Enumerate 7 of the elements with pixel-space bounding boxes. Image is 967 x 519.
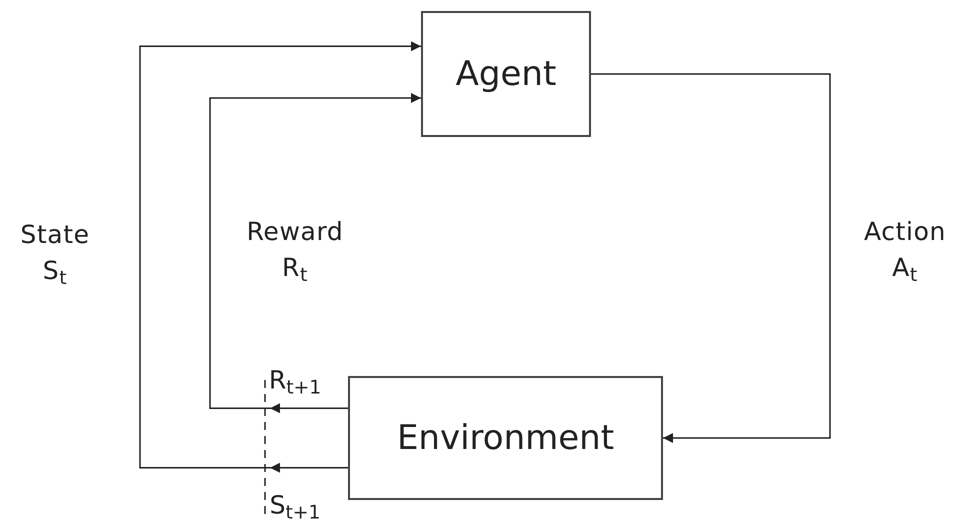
process-box: Environment [348, 376, 663, 500]
process-box: Agent [421, 11, 591, 137]
edge-label: Reward R$_{t}$ [246, 216, 344, 286]
edge-label: State S$_{t}$ [19, 218, 91, 290]
signal-label: R$_{t+1}$ [268, 368, 322, 392]
edge-label: Action A$_{t}$ [862, 216, 948, 286]
signal-label: S$_{t+1}$ [270, 492, 320, 518]
